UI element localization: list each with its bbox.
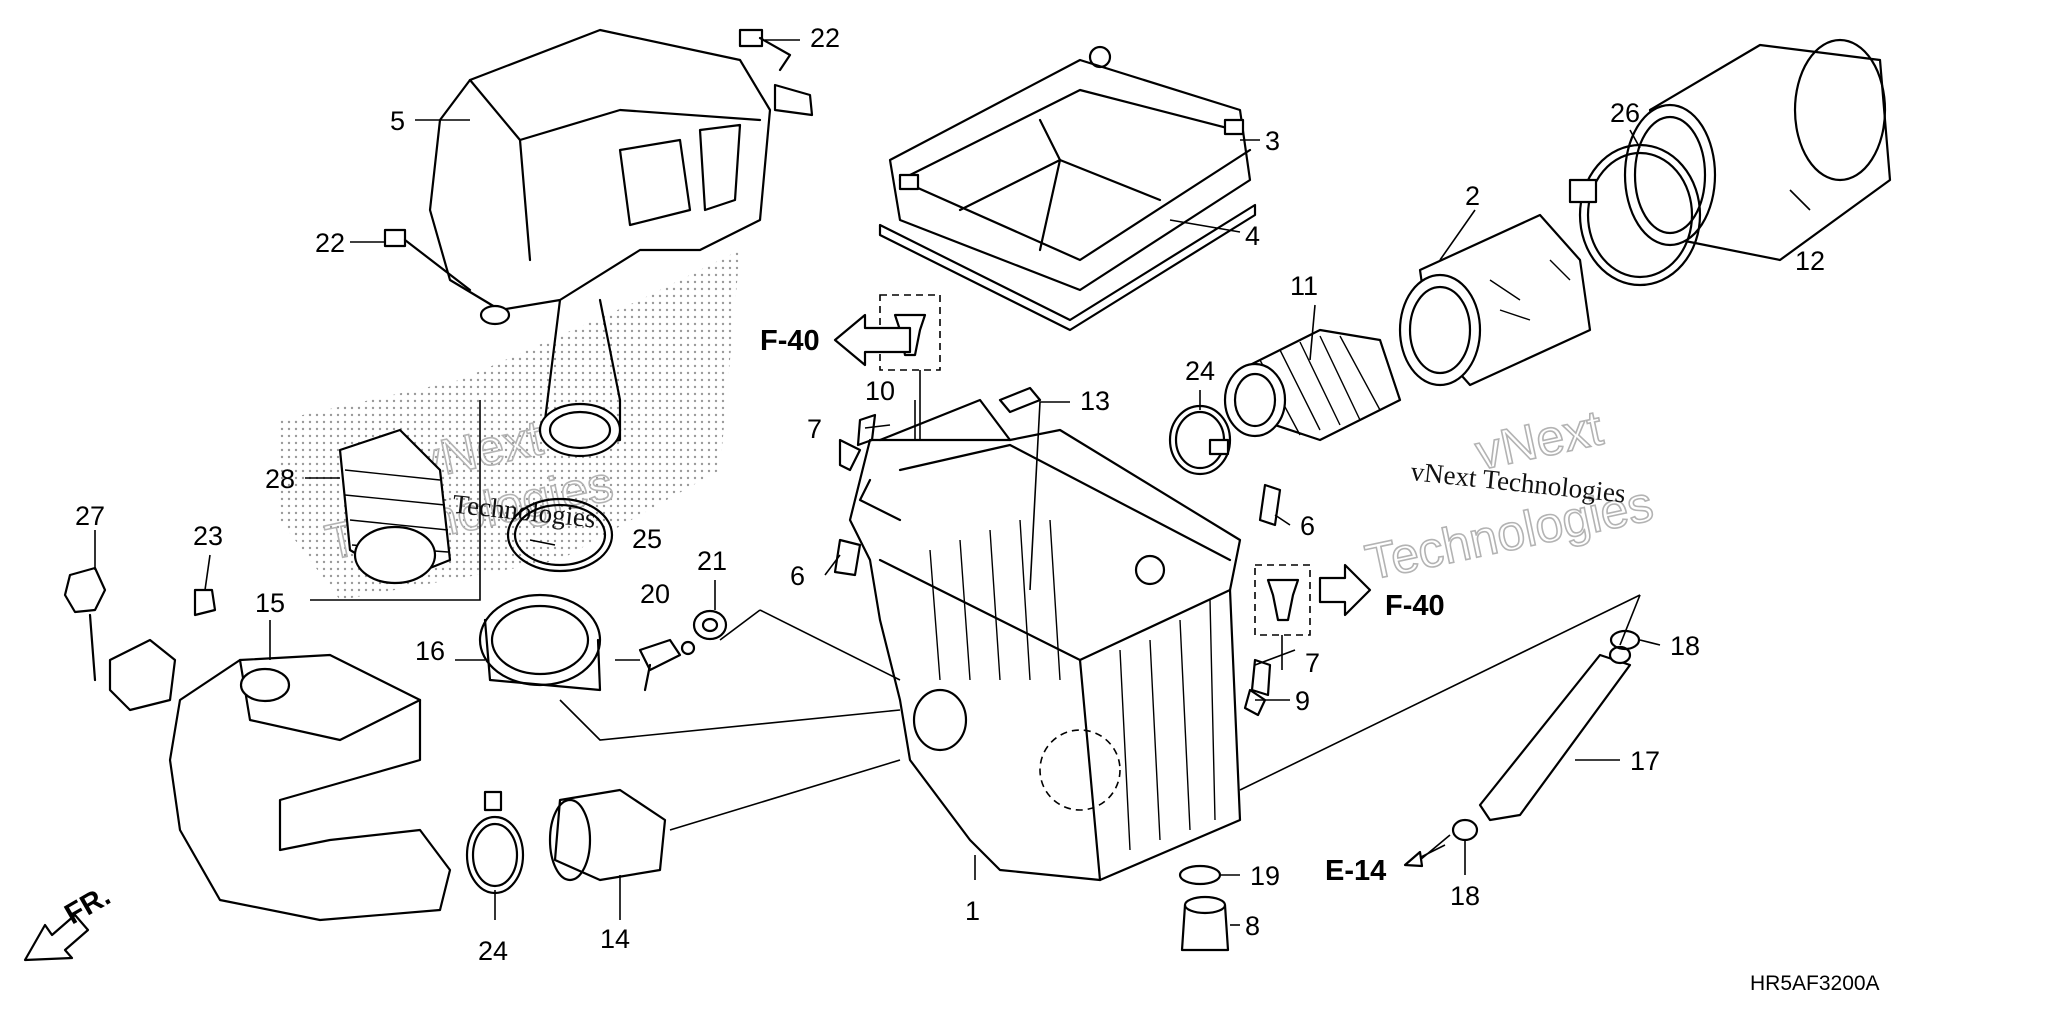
part-23-grommet [193,588,217,617]
callout-8: 8 [1245,911,1260,941]
part-6-clip-left [833,538,862,577]
callout-14: 14 [600,924,630,954]
callout-28: 28 [265,464,295,494]
callout-24-lower: 24 [478,936,508,966]
part-8-plug [1180,895,1230,952]
callout-13: 13 [1080,386,1110,416]
callout-10: 10 [865,376,895,406]
part-24-tube-clamp-right [1168,404,1232,476]
part-17-drain-tube [1478,645,1632,822]
part-27-clamp [63,566,107,682]
callout-27: 27 [75,501,105,531]
f40-left-ref: F-40 [760,313,912,367]
callout-22-lower: 22 [315,228,345,258]
f40-right-ref: F-40 [1318,563,1445,622]
part-18-clip-lower [1451,818,1479,842]
part-13-label [998,386,1042,414]
part-26-band-clamp [1568,143,1702,287]
callout-22-upper: 22 [810,23,840,53]
f40-right-label: F-40 [1385,590,1445,622]
part-20-sensor [638,638,696,692]
callout-18-lower: 18 [1450,881,1480,911]
callout-21: 21 [697,546,727,576]
watermark-right: vNext Technologies vNext Technologies [1360,399,1659,592]
part-22-bolt-upper [738,28,814,117]
e14-label: E-14 [1325,855,1386,887]
part-16-connecting-tube [478,593,602,692]
f40-left-label: F-40 [760,325,820,357]
leader-lines [94,119,1811,926]
part-3-air-cleaner-cover [888,45,1252,292]
callout-2: 2 [1465,181,1480,211]
callout-7-right: 7 [1305,648,1320,678]
callout-5: 5 [390,106,405,136]
part-15-inlet-duct [108,638,452,922]
diagram-code: HR5AF3200A [1750,972,1880,995]
part-7-9-10-clips [838,413,1272,717]
callout-4: 4 [1245,221,1260,251]
part-5-duct-cover [428,28,772,458]
callout-1: 1 [965,896,980,926]
part-28-inlet-bellows [338,428,452,585]
callout-11: 11 [1290,271,1318,301]
part-clip-dashed-right [1254,564,1311,636]
front-direction-ref: FR. [23,880,116,962]
callout-9: 9 [1295,686,1310,716]
part-24-tube-clamp-lower [465,790,525,895]
callouts: 1 2 3 4 5 6 6 7 7 8 9 10 11 12 13 14 15 … [75,23,1825,966]
callout-16: 16 [415,636,445,666]
callout-3: 3 [1265,126,1280,156]
part-6-clip-right [1258,483,1282,527]
callout-6-right: 6 [1300,511,1315,541]
callout-18-upper: 18 [1670,631,1700,661]
callout-26: 26 [1610,98,1640,128]
callout-6-left: 6 [790,561,805,591]
callout-7-left: 7 [807,414,822,444]
part-25-clamp [506,497,614,573]
part-4-cover-seal [878,203,1257,332]
callout-17: 17 [1630,746,1660,776]
callout-19: 19 [1250,861,1280,891]
part-11-connecting-tube [1223,328,1402,442]
e14-ref: E-14 [1325,844,1446,887]
callout-24-right: 24 [1185,356,1215,386]
part-21-grommet [692,609,728,641]
callout-15: 15 [255,588,285,618]
part-14-connecting-tube [548,788,667,882]
callout-23: 23 [193,521,223,551]
callout-20: 20 [640,579,670,609]
callout-12: 12 [1795,246,1825,276]
part-22-bolt-lower [383,228,511,326]
part-1-air-cleaner-case [848,398,1242,882]
part-19-clip [1178,864,1222,886]
part-2-air-cleaner-element [1398,213,1592,387]
callout-25: 25 [632,524,662,554]
